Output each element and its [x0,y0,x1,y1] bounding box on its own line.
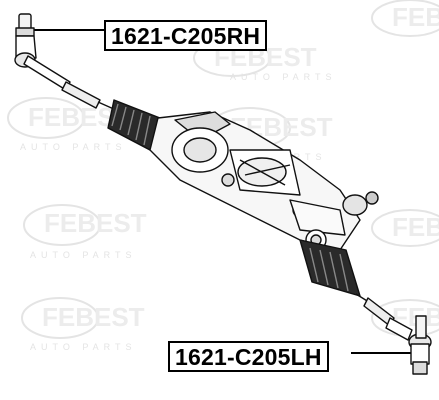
part-number-label-lh: 1621-C205LH [168,341,329,372]
svg-text:FEBEST: FEBEST [42,302,145,332]
watermark-logo: FEBEST [371,0,439,37]
watermark-tagline: AUTO PARTS [30,250,137,260]
bellows-boot-lh [299,239,361,297]
rack-housing [149,111,379,251]
part-number-label-rh: 1621-C205RH [104,20,268,51]
svg-text:FEBEST: FEBEST [392,212,439,242]
watermark-tagline: AUTO PARTS [20,142,127,152]
steering-rack [14,13,432,375]
watermark-logo: FEBEST [21,297,145,339]
svg-text:FEBEST: FEBEST [44,208,147,238]
svg-text:FEBEST: FEBEST [392,2,439,32]
tie-rod-end-rh [14,13,117,111]
watermark-logo: FEBEST [371,209,439,247]
tie-rod-end-lh [355,293,432,375]
watermark-tagline: AUTO PARTS [230,72,337,82]
watermark-tagline: AUTO PARTS [30,342,137,352]
watermark-logo: FEBEST [23,204,147,246]
watermark-layer: FEBEST FEBEST FEBEST FEBEST FEBEST FEBES… [7,0,439,339]
